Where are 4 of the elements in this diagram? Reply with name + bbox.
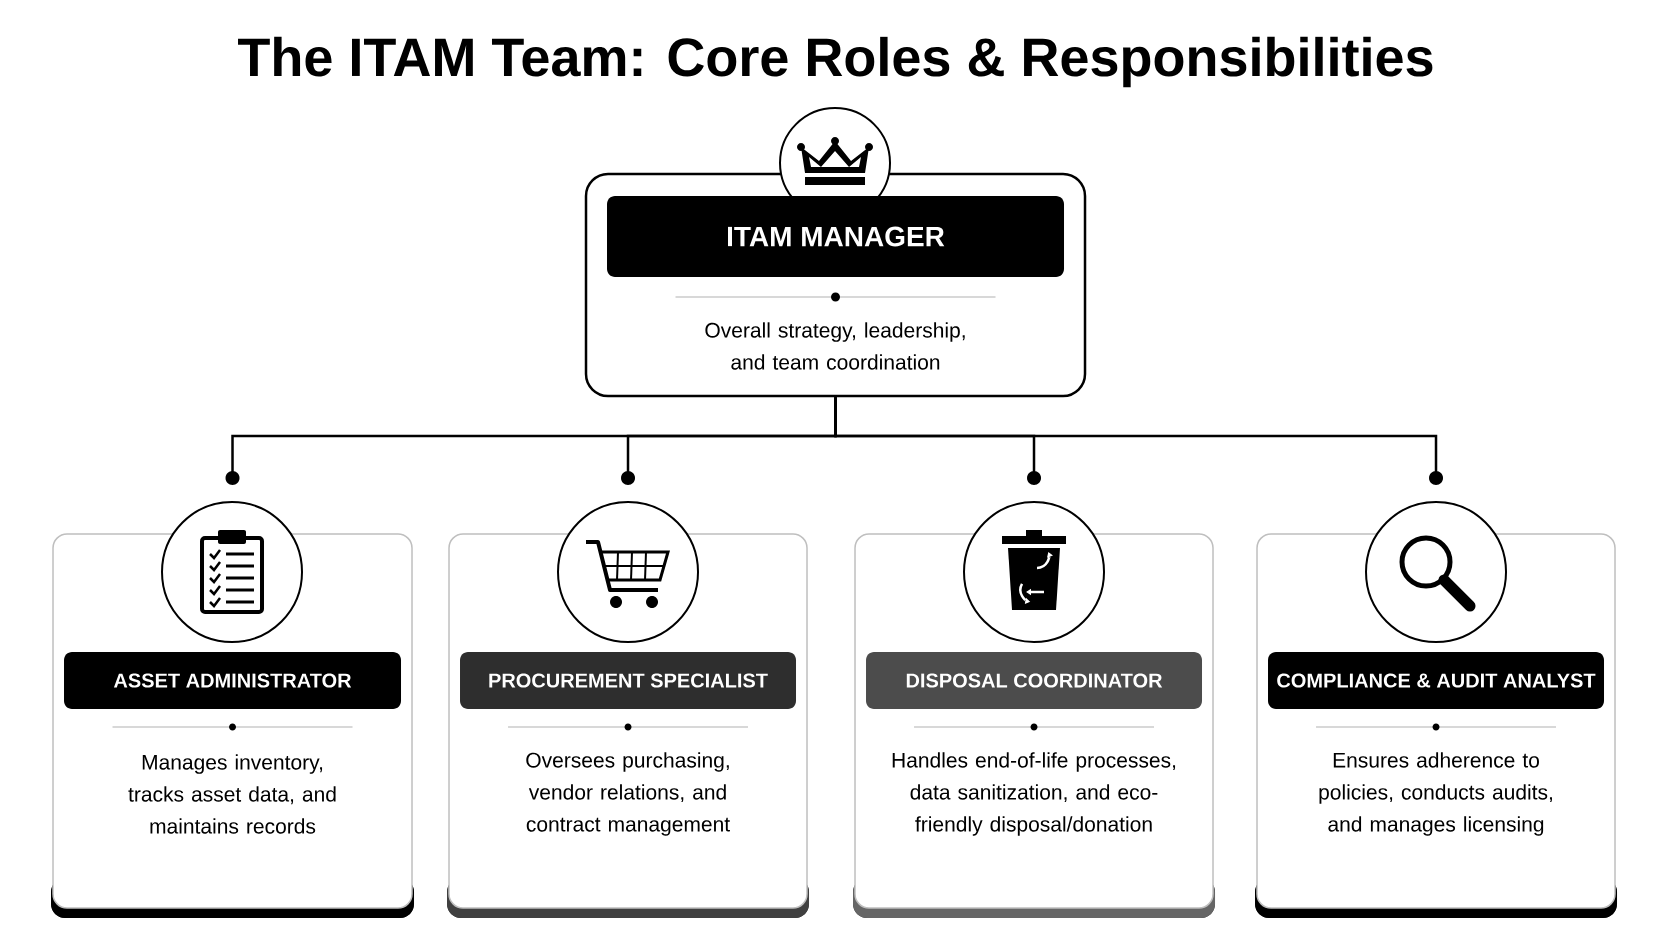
description: Overall strategy, leadership, and team coordination xyxy=(705,322,965,370)
role-title-bar: ITAM MANAGER xyxy=(607,196,1064,277)
connector xyxy=(834,397,1443,485)
title: The ITAM Team: Core Roles & Responsibilities xyxy=(238,36,1433,88)
